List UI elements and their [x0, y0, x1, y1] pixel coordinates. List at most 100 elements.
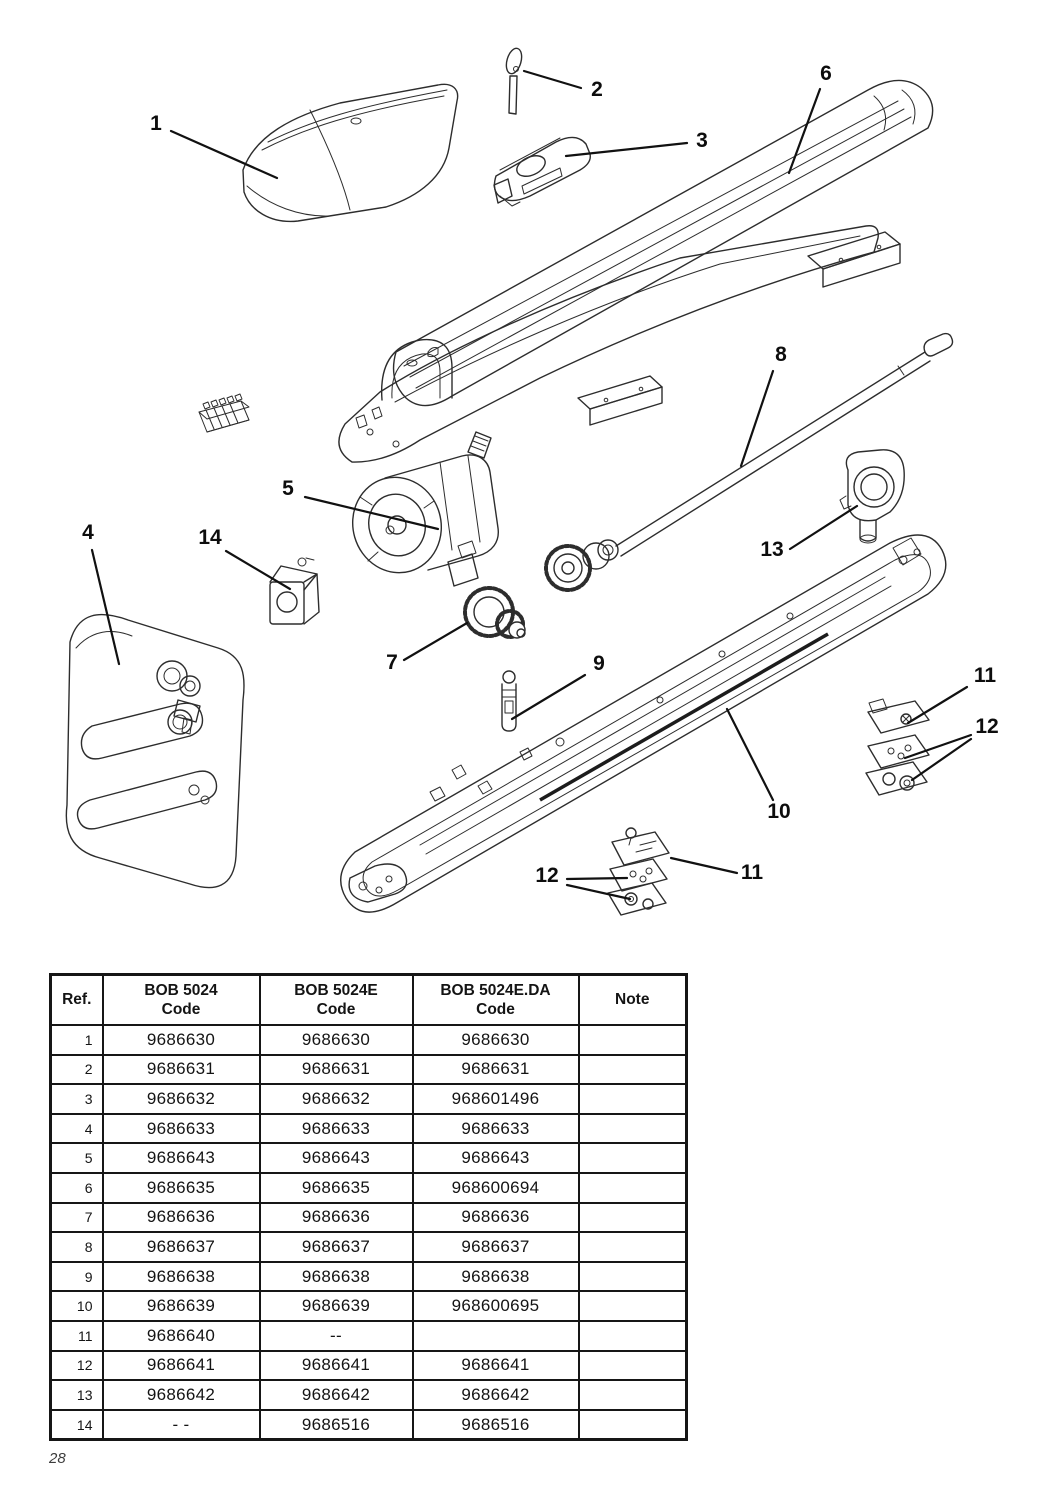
leader-line — [787, 87, 822, 175]
code-cell: 968600695 — [411, 1290, 580, 1322]
code-cell: - - — [101, 1408, 261, 1441]
ref-cell: 10 — [49, 1290, 104, 1322]
code-cell: 9686633 — [101, 1112, 261, 1145]
code-cell: 9686633 — [258, 1112, 414, 1145]
leader-line — [169, 129, 279, 180]
code-cell: 9686643 — [101, 1142, 261, 1174]
note-cell — [577, 1083, 688, 1115]
callout-label: 10 — [767, 800, 790, 823]
callout-label: 3 — [696, 129, 708, 152]
leader-line — [725, 707, 775, 802]
leader-line — [303, 495, 440, 531]
code-cell: 9686643 — [411, 1142, 580, 1174]
mounting-bracket-plate-right — [807, 231, 901, 288]
ref-cell: 3 — [49, 1083, 104, 1115]
code-cell: 9686630 — [411, 1024, 580, 1056]
code-cell: 9686632 — [101, 1083, 261, 1115]
ref-cell: 4 — [49, 1112, 104, 1145]
part-accessory-bag — [65, 613, 245, 889]
leader-line — [565, 883, 632, 901]
code-cell: 968600694 — [411, 1171, 580, 1204]
code-cell: 9686643 — [258, 1142, 414, 1174]
code-cell: 9686633 — [411, 1112, 580, 1145]
callout-label: 11 — [974, 664, 997, 687]
ref-cell: 12 — [49, 1349, 104, 1382]
limit-switch-stack-right — [865, 698, 930, 796]
code-cell: 968601496 — [411, 1083, 580, 1115]
leader-line — [739, 369, 775, 468]
leader-line — [564, 141, 689, 158]
header-note: Note — [577, 973, 688, 1026]
ref-cell: 1 — [49, 1024, 104, 1056]
code-cell: 9686637 — [411, 1231, 580, 1263]
note-cell — [577, 1319, 688, 1352]
note-cell — [577, 1171, 688, 1204]
code-cell: 9686641 — [258, 1349, 414, 1382]
mounting-bracket-plate-center — [577, 375, 663, 426]
header-ref: Ref. — [49, 973, 104, 1026]
note-cell — [577, 1024, 688, 1056]
note-cell — [577, 1349, 688, 1382]
leader-line — [903, 733, 973, 760]
note-cell — [577, 1142, 688, 1174]
code-cell: 9686632 — [258, 1083, 414, 1115]
part-rear-cover — [242, 83, 459, 223]
note-cell — [577, 1408, 688, 1441]
code-cell: 9686635 — [258, 1171, 414, 1204]
code-cell: 9686638 — [411, 1260, 580, 1293]
note-cell — [577, 1053, 688, 1086]
ref-cell: 6 — [49, 1171, 104, 1204]
code-cell: 9686631 — [258, 1053, 414, 1086]
leader-line — [510, 673, 587, 721]
callout-label: 4 — [82, 521, 94, 544]
leader-line — [788, 504, 859, 551]
leader-line — [224, 549, 292, 591]
ref-cell: 7 — [49, 1201, 104, 1234]
actuator-body — [338, 225, 879, 463]
ref-cell: 8 — [49, 1231, 104, 1263]
leader-line — [565, 876, 629, 881]
code-cell: 9686639 — [101, 1290, 261, 1322]
leader-line — [910, 737, 973, 782]
part-lead-screw — [615, 332, 954, 557]
callout-label: 12 — [975, 715, 998, 738]
ref-cell: 13 — [49, 1379, 104, 1411]
code-cell: 9686636 — [411, 1201, 580, 1234]
terminal-block — [198, 393, 250, 433]
code-cell: 9686640 — [101, 1319, 261, 1352]
leader-line — [522, 69, 583, 90]
code-cell — [411, 1319, 580, 1352]
callout-label: 14 — [198, 526, 222, 549]
ref-cell: 2 — [49, 1053, 104, 1086]
part-release-cover — [493, 136, 591, 207]
ref-cell: 9 — [49, 1260, 104, 1293]
part-capacitor-box — [269, 557, 320, 625]
code-cell: 9686642 — [101, 1379, 261, 1411]
callout-label: 5 — [282, 477, 294, 500]
note-cell — [577, 1231, 688, 1263]
part-drive-gear — [463, 586, 526, 639]
code-cell: 9686636 — [258, 1201, 414, 1234]
ref-cell: 11 — [49, 1319, 104, 1352]
code-cell: 9686631 — [411, 1053, 580, 1086]
leader-line — [402, 621, 469, 662]
note-cell — [577, 1201, 688, 1234]
callout-label: 6 — [820, 62, 832, 85]
callout-label: 12 — [535, 864, 558, 887]
worm-gear-assembly — [544, 539, 619, 592]
